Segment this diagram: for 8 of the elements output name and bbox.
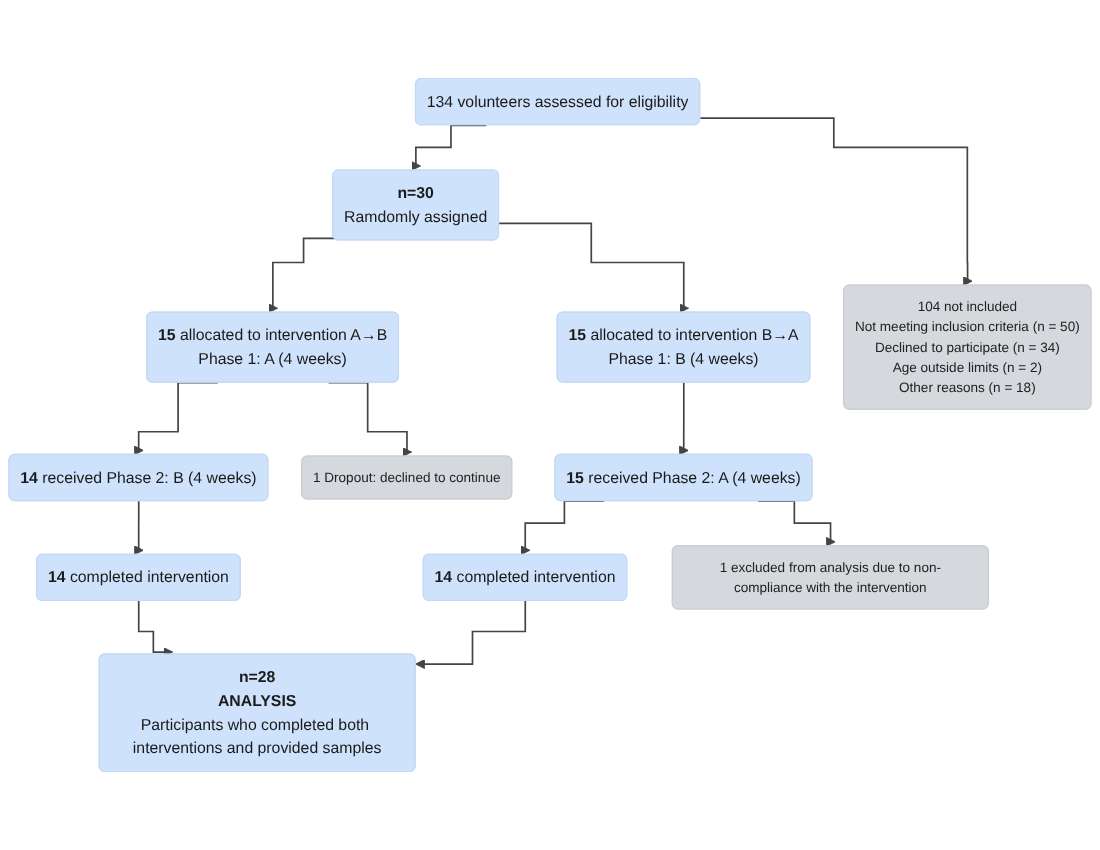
arrow [268,237,336,314]
arrow [137,600,174,658]
arrow [699,117,973,287]
arrow [679,381,689,456]
arrow [411,124,488,171]
arrow [415,600,527,670]
arrow [133,500,144,556]
arrow [498,222,689,314]
